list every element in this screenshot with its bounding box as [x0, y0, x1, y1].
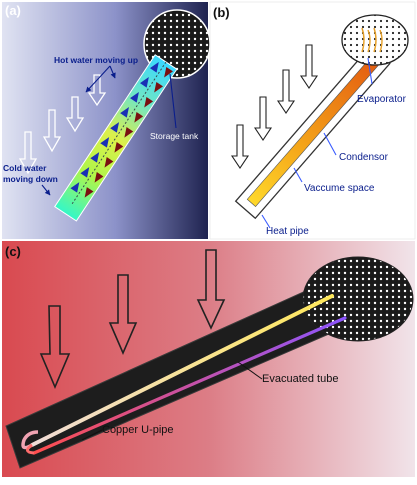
- vaccume-space-label: Vaccume space: [304, 183, 375, 194]
- copper-u-pipe-label: Copper U-pipe: [102, 424, 174, 436]
- panel-a-pointers: [41, 65, 177, 196]
- panel-a: (a) Hot water moving up Storage tank Col…: [2, 2, 211, 239]
- collector-tube: [54, 54, 178, 222]
- sun-arrow-c2: [108, 274, 138, 356]
- storage-tank-b: [341, 14, 409, 66]
- u-pipe-outflow: [30, 294, 334, 447]
- sun-arrow-1: [87, 74, 107, 107]
- cold-water-label-line1: Cold water: [3, 163, 47, 173]
- evacuated-tube-label: Evacuated tube: [262, 373, 338, 385]
- panel-c-letter: (c): [5, 244, 21, 259]
- sun-arrow-c1: [196, 249, 226, 330]
- sunlight-arrows-c: [39, 249, 226, 390]
- sun-arrow-4: [18, 131, 38, 175]
- sunlight-arrows-b: [230, 44, 319, 169]
- u-pipe-tip: [26, 443, 35, 455]
- panel-b-pointers: [261, 57, 373, 229]
- evaporator-fins: [361, 27, 383, 53]
- u-pipe-return: [32, 316, 347, 455]
- evaporator-label: Evaporator: [357, 94, 407, 105]
- sun-arrow-b1: [299, 44, 319, 89]
- storage-tank-label: Storage tank: [150, 131, 199, 141]
- storage-tank-c: [302, 256, 414, 342]
- panel-c: (c) Evacuated tube Copper U-pipe: [2, 241, 415, 477]
- sun-arrow-3: [42, 109, 62, 153]
- sun-arrow-b4: [230, 124, 250, 169]
- panel-b-letter: (b): [213, 5, 230, 20]
- panel-c-pointers: [81, 361, 263, 441]
- sun-arrow-b3: [253, 96, 273, 141]
- cold-water-arrows: [70, 62, 159, 193]
- hot-water-arrows: [84, 66, 173, 198]
- u-pipe-bend: [21, 430, 39, 450]
- sun-arrow-2: [65, 96, 85, 133]
- panel-a-letter: (a): [5, 3, 21, 18]
- sunlight-arrows-a: [18, 74, 107, 175]
- heat-pipe-label: Heat pipe: [266, 226, 309, 237]
- panel-b: (b) Evaporator Condensor Vaccume space H…: [209, 1, 416, 240]
- sun-arrow-b2: [276, 69, 296, 114]
- condensor-label: Condensor: [339, 152, 389, 163]
- hot-water-label: Hot water moving up: [54, 55, 138, 65]
- sun-arrow-c3: [39, 305, 71, 390]
- cold-water-label-line2: moving down: [3, 174, 58, 184]
